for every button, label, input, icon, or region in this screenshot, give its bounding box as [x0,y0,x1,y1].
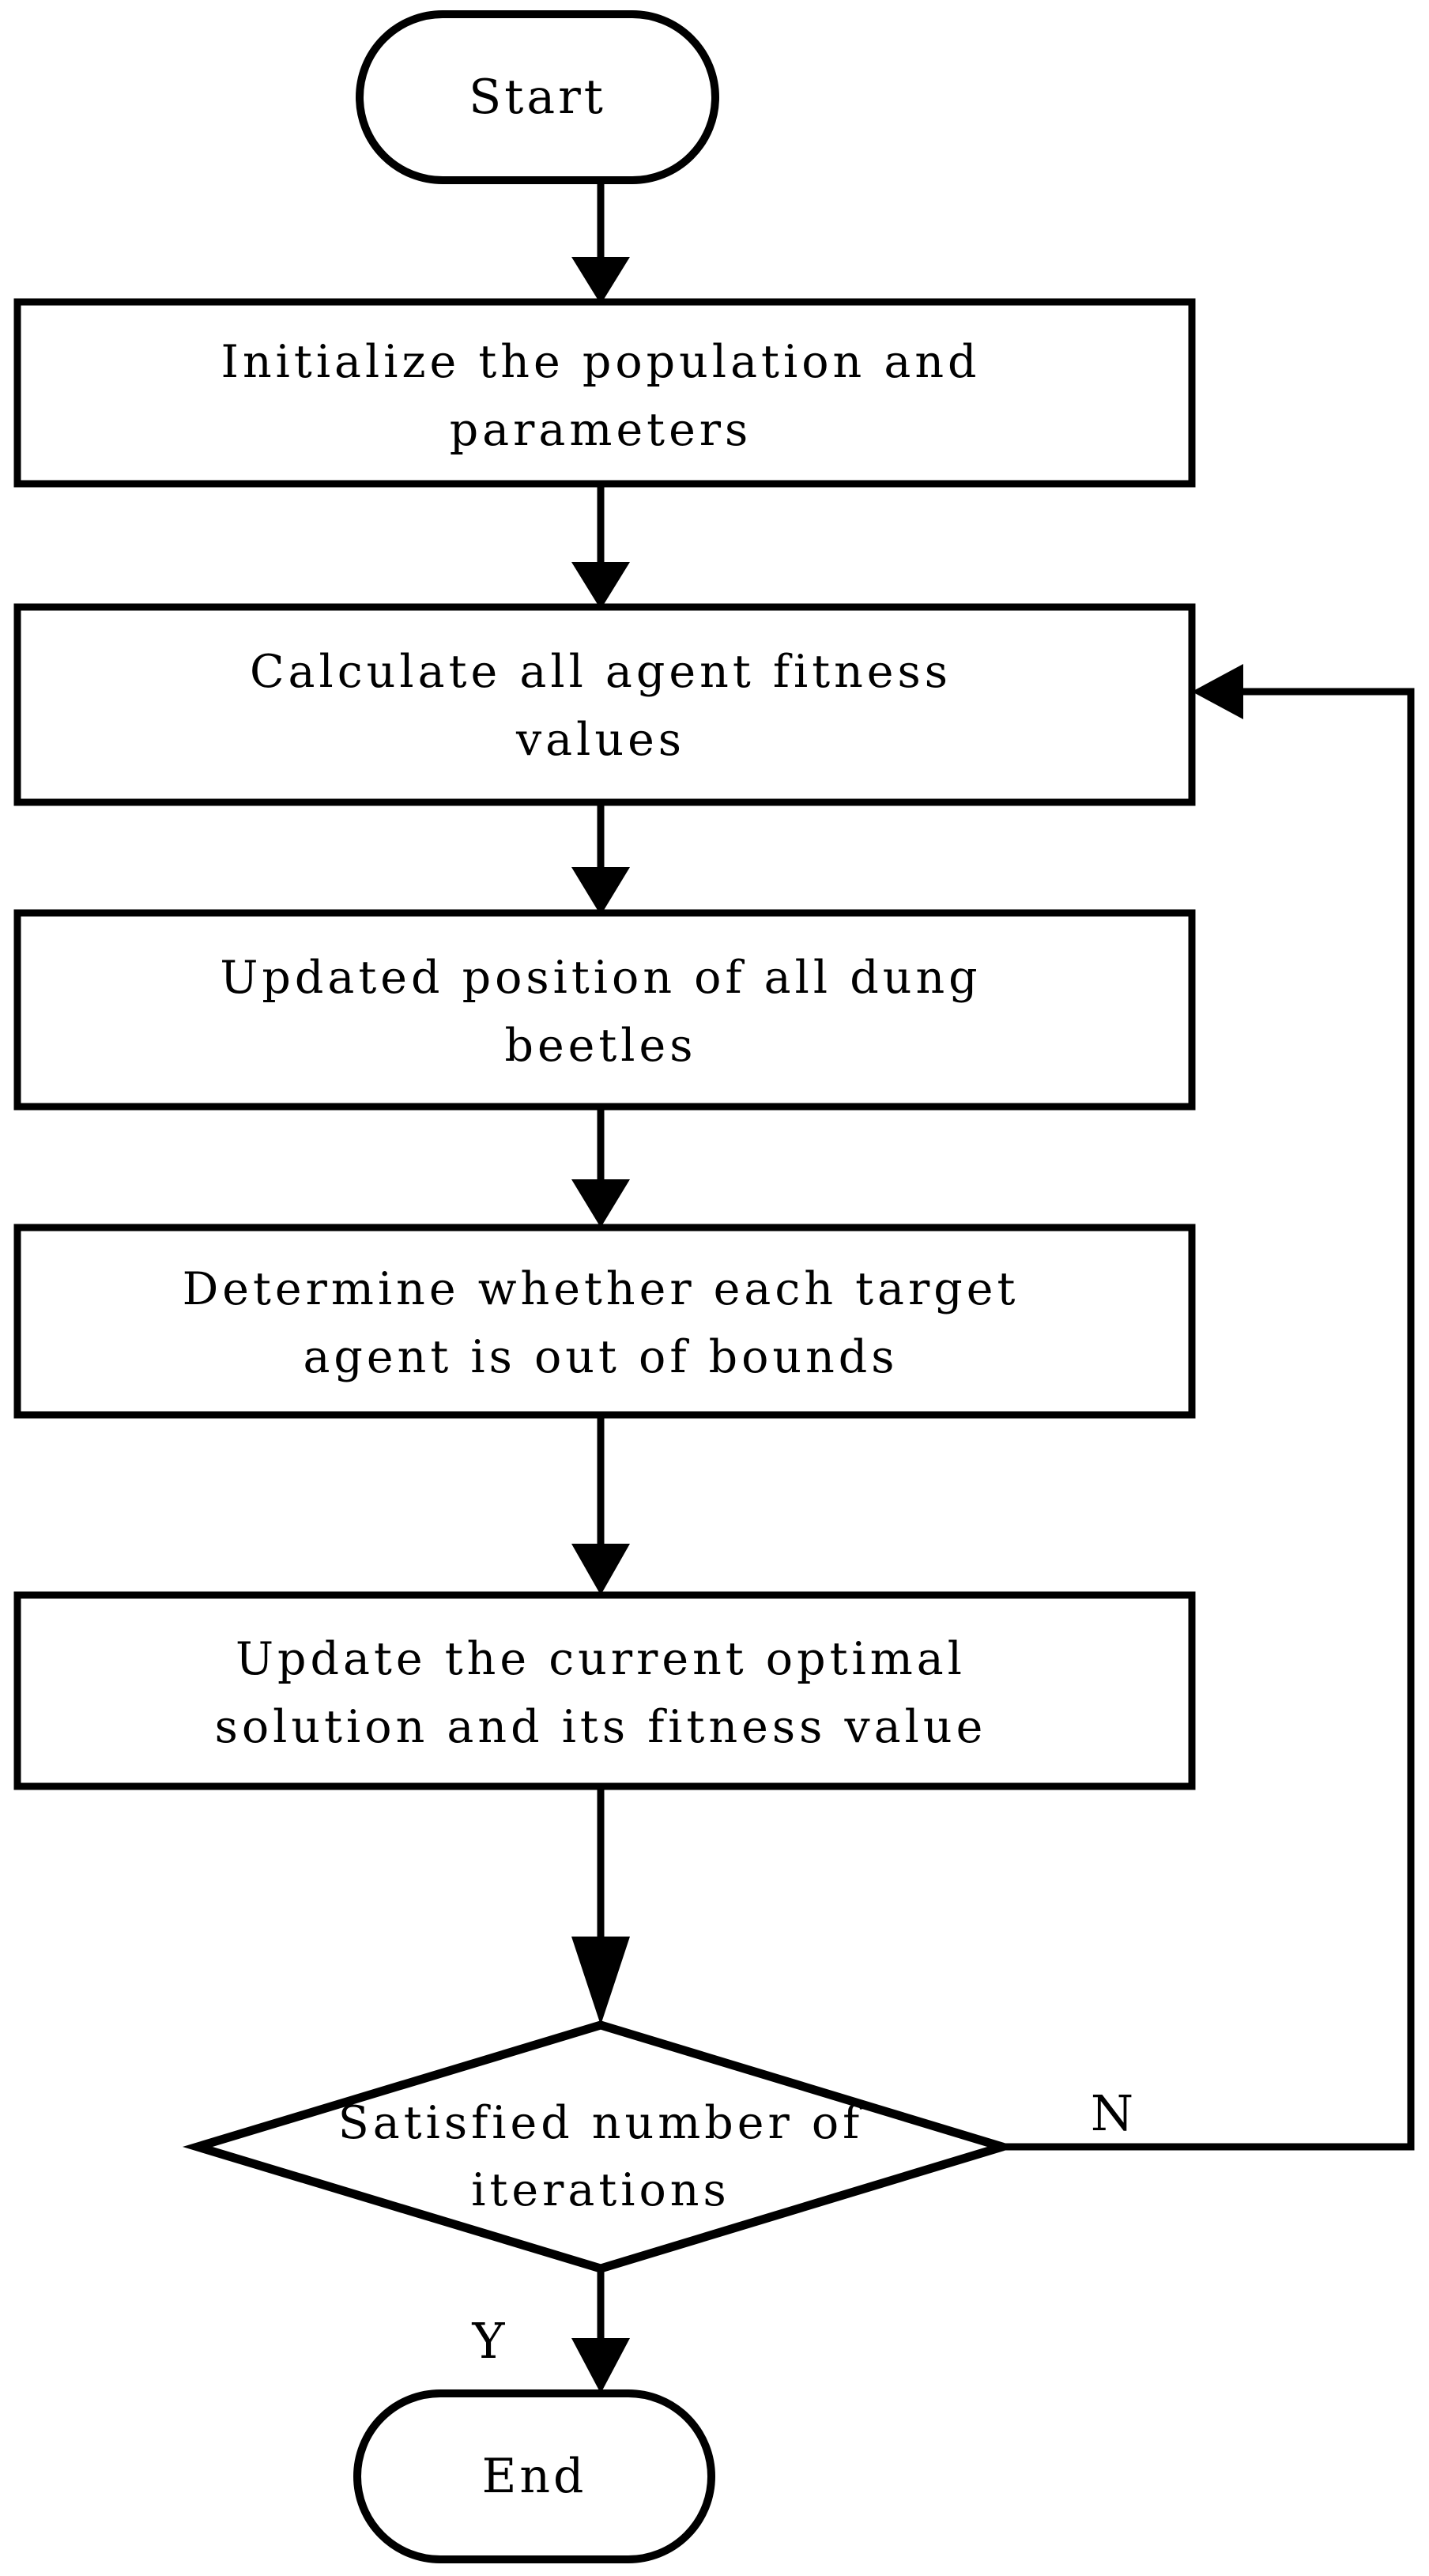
decision-label-line-1: Satisfied number of [338,2097,864,2149]
update-optimal-label-line-2: solution and its fitness value [215,1701,987,1753]
initialize-box-shape [13,298,1196,488]
calculate-fitness-box-shape [13,603,1196,806]
node-start[interactable]: Start [356,10,719,184]
start-label: Start [469,70,606,125]
node-updated-position[interactable]: Updated position of all dung beetles [13,909,1196,1111]
end-label: End [482,2449,587,2504]
edge-update-optimal-to-decision [571,1786,630,2025]
updated-position-box-shape [13,909,1196,1111]
determine-bounds-label-line-1: Determine whether each target [183,1263,1020,1315]
update-optimal-box-shape [13,1591,1196,1790]
node-determine-bounds[interactable]: Determine whether each target agent is o… [13,1224,1196,1419]
edge-updated-position-to-bounds [571,1107,630,1228]
updated-position-label-line-1: Updated position of all dung [220,952,981,1004]
determine-bounds-box-shape [13,1224,1196,1419]
calculate-fitness-label-line-1: Calculate all agent fitness [250,646,952,698]
start-terminal-shape [356,10,719,184]
node-initialize-population[interactable]: Initialize the population and parameters [13,298,1196,488]
node-calculate-fitness[interactable]: Calculate all agent fitness values [13,603,1196,806]
initialize-label-line-2: parameters [450,404,752,456]
edge-initialize-to-calculate [571,484,630,609]
edge-bounds-to-update-optimal [571,1415,630,1595]
decision-diamond-shape [182,2020,1017,2273]
update-optimal-label-line-1: Update the current optimal [236,1633,966,1685]
edge-start-to-initialize [571,180,630,304]
determine-bounds-label-line-2: agent is out of bounds [303,1331,898,1383]
updated-position-label-line-2: beetles [504,1020,696,1072]
calculate-fitness-label-line-2: values [515,714,685,766]
node-end[interactable]: End [353,2389,715,2563]
node-update-optimal[interactable]: Update the current optimal solution and … [13,1591,1196,1790]
edge-decision-no-feedback [1002,664,1415,2151]
branch-label-yes: Y [472,2312,506,2370]
initialize-label-line-1: Initialize the population and [221,336,980,388]
edge-calculate-to-updated-position [571,802,630,915]
branch-label-no: N [1091,2084,1133,2142]
end-terminal-shape [353,2389,715,2563]
node-decision-iterations[interactable]: Satisfied number of iterations [182,2020,1017,2273]
edge-decision-yes-to-end [571,2269,630,2393]
decision-label-line-2: iterations [471,2164,730,2216]
